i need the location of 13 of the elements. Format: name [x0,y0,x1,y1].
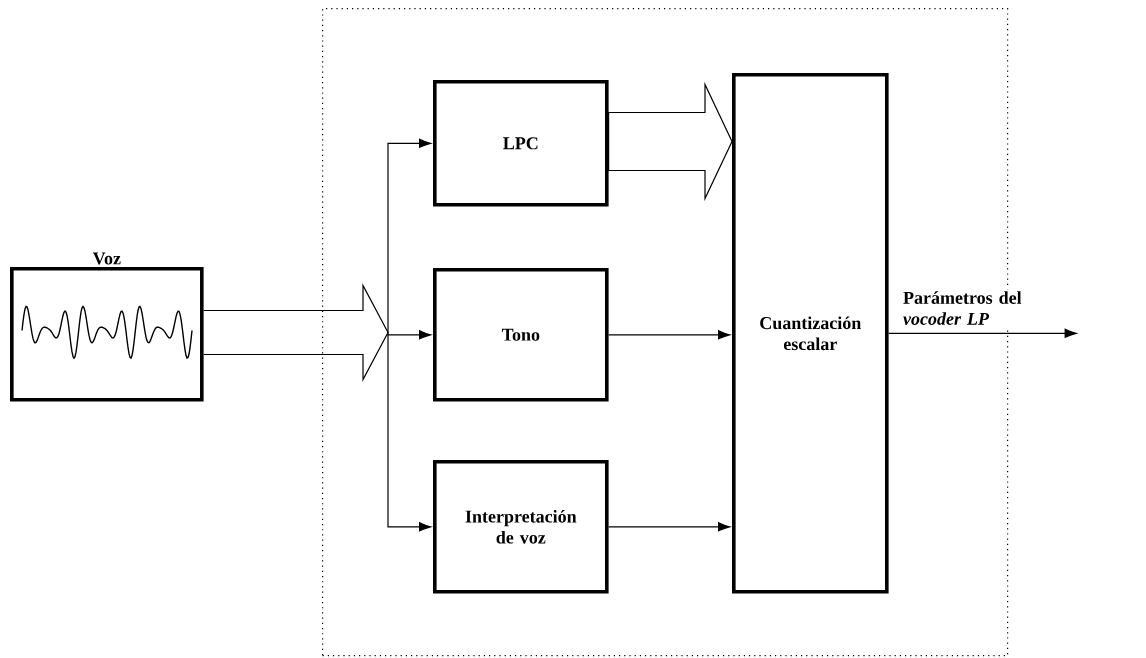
arrow [608,522,730,532]
arrow [608,330,730,340]
edge-label: Parámetros del vocoder LP [903,291,1022,325]
box-heading: Voz [92,252,121,265]
arrow [387,330,431,340]
arrow [387,138,431,335]
process-box: LPC [433,80,609,207]
process-box: Tono [433,268,609,402]
process-box: Cuantización escalar [732,73,889,594]
block-arrow [608,81,733,202]
arrow [888,328,1077,338]
process-box: Interpretación de voz [433,460,609,594]
arrow [387,333,431,532]
